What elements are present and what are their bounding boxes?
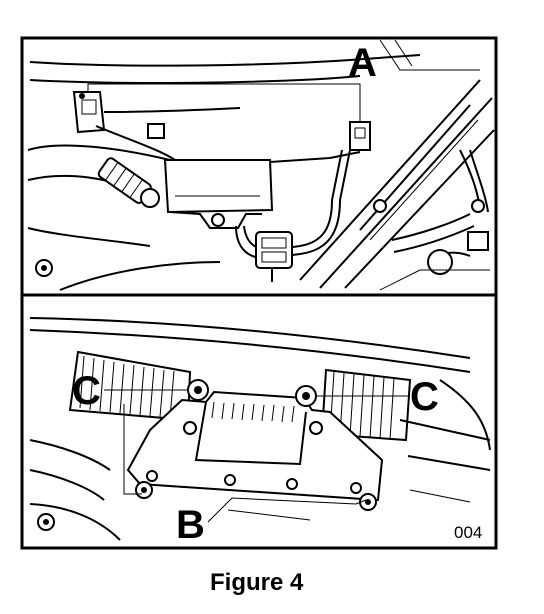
figure-code: 004 — [454, 523, 482, 542]
label-c-right: C — [410, 375, 439, 419]
leader-b — [123, 404, 367, 523]
top-panel-illustration — [27, 39, 495, 291]
screw-upper-right — [295, 385, 317, 407]
label-b: B — [176, 503, 205, 547]
figure-frame — [20, 36, 498, 550]
plate-hatch — [211, 401, 295, 423]
screw-lower-left — [135, 481, 153, 499]
left-module-hatch — [79, 355, 175, 419]
right-module-hatch — [329, 371, 395, 441]
screw-upper-left — [187, 379, 209, 401]
bottom-panel-illustration — [29, 317, 491, 541]
label-a: A — [348, 41, 377, 85]
leader-a — [87, 83, 361, 122]
label-c-left: C — [72, 369, 101, 413]
figure-caption: Figure 4 — [210, 569, 304, 596]
screw-lower-right — [359, 493, 377, 511]
